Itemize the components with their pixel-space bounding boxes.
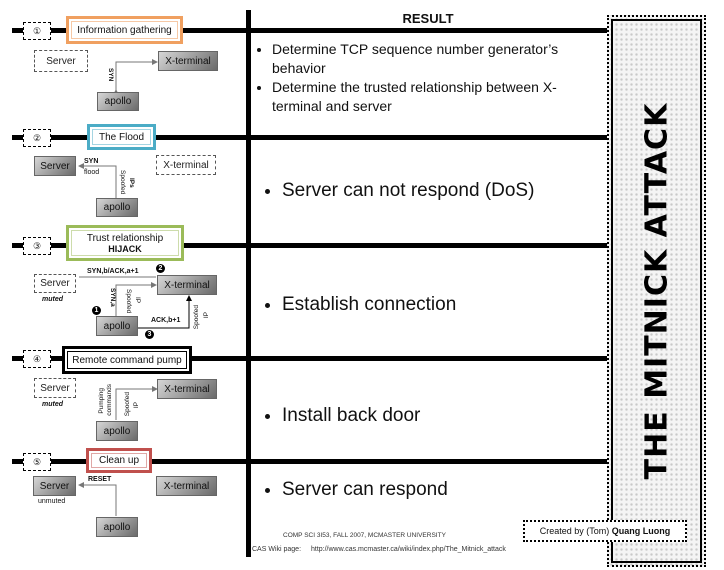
sidebar-title: THE MITNICK ATTACK [639,102,674,480]
result-step-1-item-1: Determine TCP sequence number generator’… [272,40,604,78]
result-step-2: Server can not respond (DoS) [264,180,534,202]
step-3-server-node: Server [34,274,76,293]
step-2-apollo-node: apollo [96,198,138,217]
step-2-line [12,135,609,140]
step-2-title-box: The Flood [87,124,156,150]
footer-wiki: CAS Wiki page: http://www.cas.mcmaster.c… [252,546,506,553]
step-3-spoofed-a-label: Spoofed [125,289,132,314]
step-5-number: ⑤ [23,453,51,471]
result-header: RESULT [402,11,454,26]
step-3-muted-label: muted [42,296,63,303]
step-3-ack-label: ACK,b+1 [151,317,181,324]
result-step-1-item-2: Determine the trusted relationship betwe… [272,78,604,116]
step-4-server-node: Server [34,378,76,398]
step-3-badge-1: 1 [92,306,101,315]
step5-reset-arrow [78,482,117,516]
step-1-xterminal-node: X-terminal [158,51,218,71]
step-1-number: ① [23,22,51,40]
step-3-badge-2: 2 [156,264,165,273]
result-step-4-item-1: Install back door [282,405,420,427]
footer-wiki-label: CAS Wiki page: [252,546,302,553]
step-3-ip-a-label: IP [134,297,141,304]
step-2-number: ② [23,129,51,147]
step-4-number: ④ [23,350,51,368]
step3-syna-arrow [115,282,157,316]
step-4-muted-label: muted [42,401,63,408]
step-2-server-node: Server [34,156,76,176]
step-2-title: The Flood [98,131,145,143]
step2-flood-arrow [78,163,117,198]
step-2-flood-label: flood [84,169,100,176]
step-5-reset-label: RESET [88,476,112,483]
step-3-ip-b-label: IP [203,312,210,319]
step-3-badge-3: 3 [145,330,154,339]
footer-course: COMP SCI 3I53, FALL 2007, MCMASTER UNIVE… [283,532,446,539]
step-3-line [12,243,609,248]
step-1-syn-label: SYN [107,68,114,82]
step-5-apollo-node: apollo [96,517,138,537]
result-step-4: Install back door [264,405,420,427]
step-5-title: Clean up [98,455,140,466]
result-step-5: Server can respond [264,479,448,501]
step-5-line [12,459,609,464]
step-4-xterminal-node: X-terminal [157,379,217,399]
step-1-server-node: Server [34,50,88,72]
step-3-subtitle: HIJACK [108,243,142,254]
step-3-title-box: Trust relationship HIJACK [66,225,184,261]
step-4-ip-label: IP [133,402,140,409]
result-step-3: Establish connection [264,294,456,316]
title-sidebar: THE MITNICK ATTACK [607,15,706,567]
step4-pump-arrow [115,386,158,420]
step-3-spoofed-b-label: Spoofed [193,305,200,330]
step-3-xterminal-node: X-terminal [157,275,217,295]
result-step-3-item-1: Establish connection [282,294,456,316]
step-2-ips-label: IPs [128,178,135,188]
step-5-server-node: Server [33,476,76,496]
step-1-title-box: Information gathering [66,16,183,44]
step-4-spoofed-label: Spoofed [124,392,131,417]
result-step-2-item-1: Server can not respond (DoS) [282,180,534,202]
step-1-title: Information gathering [77,24,172,36]
step-4-line [12,356,609,361]
step-5-unmuted-label: unmuted [38,498,66,505]
step-3-number: ③ [23,237,51,255]
step-1-apollo-node: apollo [97,92,139,111]
step-4-apollo-node: apollo [96,421,138,441]
credit-prefix: Created by (Tom) [539,526,612,536]
step-5-xterminal-node: X-terminal [156,476,217,496]
step-1-line [12,28,609,33]
step-3-apollo-node: apollo [96,316,138,336]
credit-name: Quang Luong [611,526,671,536]
step1-syn-arrow [113,59,158,95]
step-4-pumping-label: Pumping [98,388,105,414]
step-5-title-box: Clean up [86,448,152,473]
step-3-syna-label: SYN,a [109,288,116,307]
step-3-title: Trust relationship [86,232,164,244]
step3-ack-arrow [138,295,192,329]
step-4-commands-label: commands [106,384,113,416]
step-2-xterminal-node: X-terminal [156,155,216,175]
column-divider [246,10,251,557]
footer-wiki-url[interactable]: http://www.cas.mcmaster.ca/wiki/index.ph… [310,546,506,553]
result-step-1: Determine TCP sequence number generator’… [254,40,604,116]
credit-box: Created by (Tom) Quang Luong [523,520,687,542]
result-step-5-item-1: Server can respond [282,479,448,501]
step-4-title-box: Remote command pump [62,346,192,374]
step-2-syn-label: SYN [84,158,99,165]
step-4-title: Remote command pump [72,354,182,366]
step-2-spoofed-label: Spoofed [119,170,126,195]
step-3-synack-label: SYN,b/ACK,a+1 [87,268,139,275]
